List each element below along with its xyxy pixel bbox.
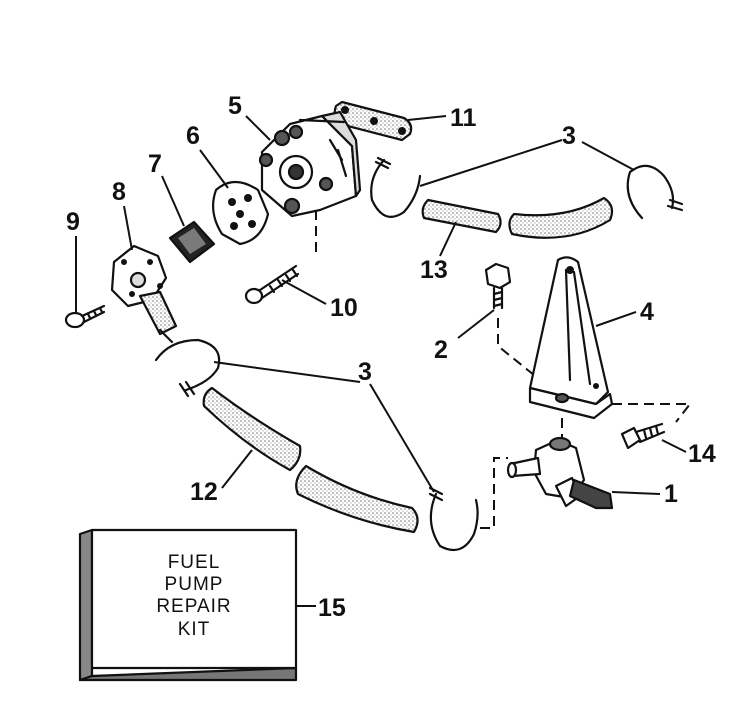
part-8-pump-cover — [110, 244, 178, 344]
callout-2: 2 — [434, 336, 448, 364]
part-2-bolt — [484, 262, 512, 310]
part-14-screw — [620, 422, 666, 450]
callout-13: 13 — [420, 256, 448, 284]
part-11-gasket-plate — [333, 100, 413, 142]
callout-4: 4 — [640, 298, 654, 326]
callout-10: 10 — [330, 294, 358, 322]
callout-3-upper: 3 — [562, 122, 576, 150]
part-5-fuel-pump-body — [258, 110, 362, 218]
callout-11: 11 — [450, 104, 477, 132]
callout-12: 12 — [190, 478, 218, 506]
part-1-fuel-shutoff-valve — [506, 436, 614, 510]
part-12-fuel-hose-long — [202, 386, 302, 472]
callout-15: 15 — [318, 594, 346, 622]
assembly-line-clamp — [480, 457, 508, 529]
fuel-hose-lower-center — [295, 464, 419, 534]
part-9-screw — [64, 304, 106, 329]
part-6-diaphragm-plate — [211, 180, 270, 246]
leader-lines — [75, 115, 687, 607]
callout-1: 1 — [664, 480, 678, 508]
part-3-hose-clamp-lower-right — [428, 486, 479, 552]
fuel-hose-upper-right — [508, 196, 614, 239]
callout-8: 8 — [112, 178, 126, 206]
callout-9: 9 — [66, 208, 80, 236]
part-13-fuel-hose-short — [421, 198, 502, 234]
part-3-hose-clamp-upper-right — [626, 164, 684, 220]
part-3-hose-clamp-upper-left — [370, 156, 422, 218]
kit-label-line-4: KIT — [178, 619, 211, 640]
part-7-gasket — [168, 220, 216, 264]
assembly-line-bracket — [612, 403, 693, 423]
callout-14: 14 — [688, 440, 716, 468]
part-10-screw — [244, 264, 300, 305]
part-4-bracket — [528, 256, 614, 420]
part-15-repair-kit-box: FUEL PUMP REPAIR KIT — [78, 528, 298, 682]
callout-3-lower: 3 — [358, 358, 372, 386]
kit-label-line-2: PUMP — [165, 574, 224, 595]
part-3-hose-clamp-lower-left — [154, 338, 221, 398]
callout-7: 7 — [148, 150, 162, 178]
kit-label-line-1: FUEL — [168, 552, 221, 573]
callout-numbers: 1 2 3 3 4 5 6 7 8 9 10 11 12 13 14 15 — [66, 92, 716, 622]
callout-6: 6 — [186, 122, 200, 150]
callout-5: 5 — [228, 92, 242, 120]
kit-label-line-3: REPAIR — [156, 596, 231, 617]
